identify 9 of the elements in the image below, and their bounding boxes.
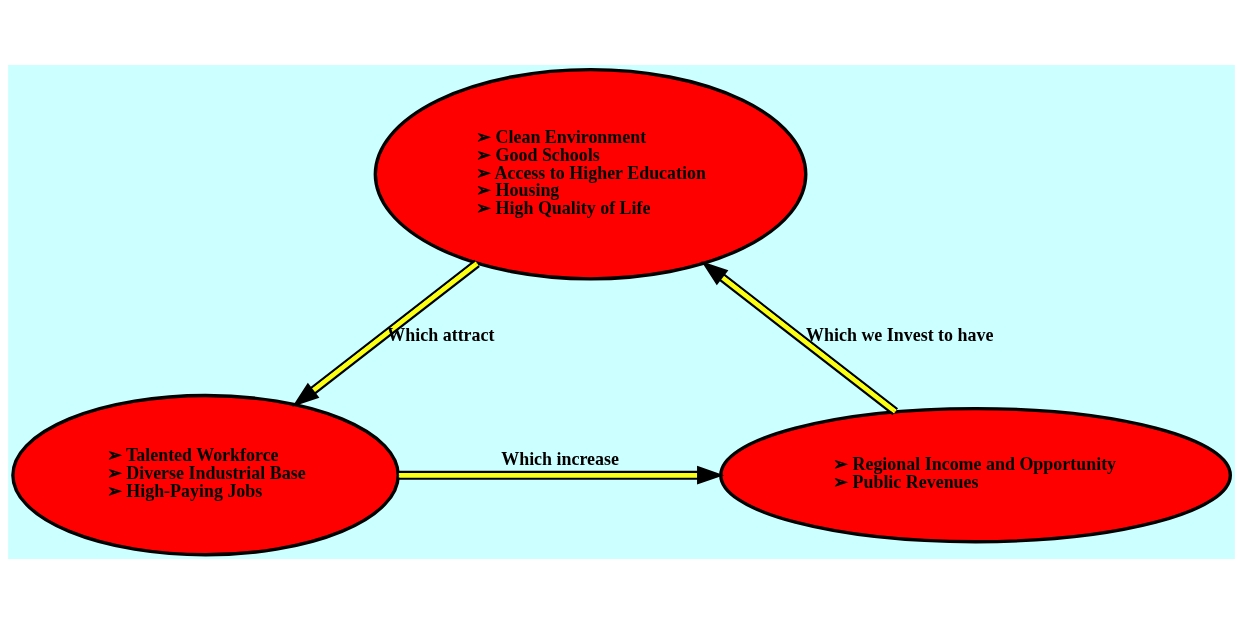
edge-label: Which increase xyxy=(501,448,619,469)
node-ellipse: ➢ Clean Environment ➢ Good Schools ➢ Access to Higher Education ➢ Housing ➢ High Quality of Life xyxy=(373,67,808,281)
arrow xyxy=(701,260,898,415)
edge-label: Which attract xyxy=(387,324,495,345)
arrow xyxy=(292,259,480,407)
arrow xyxy=(398,465,724,485)
edge-label: Which we Invest to have xyxy=(806,324,994,345)
node-ellipse: ➢ Regional Income and Opportunity ➢ Public Revenues xyxy=(719,406,1232,543)
node-ellipse: ➢ Talented Workforce ➢ Diverse Industrial Base ➢ High-Paying Jobs xyxy=(11,393,400,556)
